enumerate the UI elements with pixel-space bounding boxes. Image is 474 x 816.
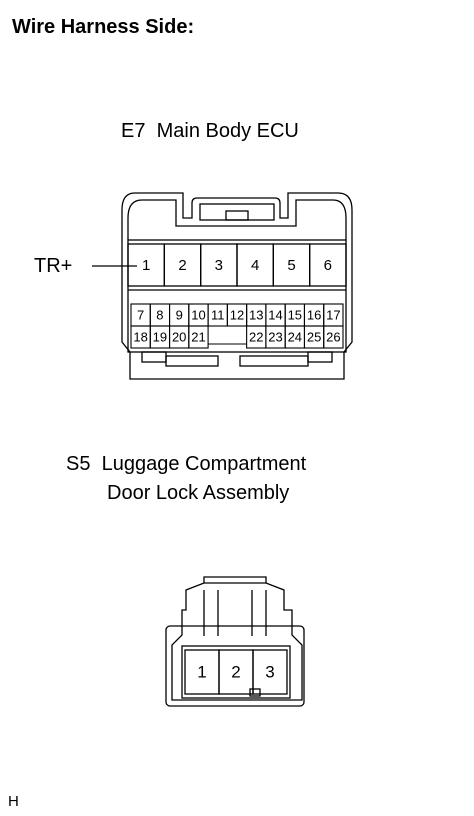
e7-pin-label: 19 xyxy=(153,329,167,344)
e7-pin-block xyxy=(127,239,347,353)
e7-pin-label: 5 xyxy=(287,257,295,274)
e7-connector-title: E7 Main Body ECU xyxy=(121,120,299,143)
e7-pin-label: 9 xyxy=(176,307,183,322)
e7-housing xyxy=(121,192,353,380)
e7-bottom-tab xyxy=(307,351,333,363)
e7-pin-label: 4 xyxy=(251,257,259,274)
heading: Wire Harness Side: xyxy=(12,16,195,38)
e7-bottom-tab xyxy=(141,351,167,363)
corner-mark: H xyxy=(8,793,19,810)
e7-pin-label: 16 xyxy=(307,307,321,322)
e7-pin-label: 17 xyxy=(326,307,340,322)
e7-pin-label: 3 xyxy=(215,257,223,274)
e7-pin-label: 8 xyxy=(156,307,163,322)
e7-code: E7 xyxy=(121,120,146,142)
e7-pin-label: 21 xyxy=(191,329,205,344)
e7-pin-label: 11 xyxy=(211,307,225,322)
e7-pin-label: 6 xyxy=(324,257,332,274)
e7-pin-label: 10 xyxy=(191,307,205,322)
e7-latch xyxy=(199,203,275,221)
e7-latch-key xyxy=(225,210,249,221)
e7-pin-label: 12 xyxy=(230,307,244,322)
e7-name: Main Body ECU xyxy=(156,120,299,142)
e7-pin-label: 13 xyxy=(249,307,263,322)
e7-pin-label: 25 xyxy=(307,329,321,344)
tr-plus-label: TR+ xyxy=(34,255,73,277)
e7-pin-label: 20 xyxy=(172,329,186,344)
e7-pin-label: 15 xyxy=(288,307,302,322)
e7-pin-label: 23 xyxy=(268,329,282,344)
e7-pin-cell xyxy=(323,325,344,349)
s5-code: S5 xyxy=(66,453,91,475)
e7-pin-cell xyxy=(309,243,347,287)
s5-name-line2: Door Lock Assembly xyxy=(107,482,290,504)
e7-pin-label: 26 xyxy=(326,329,340,344)
e7-bottom-tab xyxy=(239,355,309,367)
e7-pin-label: 24 xyxy=(288,329,302,344)
e7-pin-label: 2 xyxy=(178,257,186,274)
e7-bottom-tab xyxy=(165,355,219,367)
e7-housing-inner xyxy=(127,199,347,240)
e7-pin-label: 1 xyxy=(142,257,150,274)
s5-connector-title: S5 Luggage Compartment xyxy=(66,453,306,476)
e7-pin-cell xyxy=(188,325,209,349)
e7-pin-label: 18 xyxy=(133,329,147,344)
s5-name-line1: Luggage Compartment xyxy=(101,453,307,475)
e7-pin-label: 14 xyxy=(268,307,282,322)
e7-pin-label: 7 xyxy=(137,307,144,322)
e7-pin-label: 22 xyxy=(249,329,263,344)
